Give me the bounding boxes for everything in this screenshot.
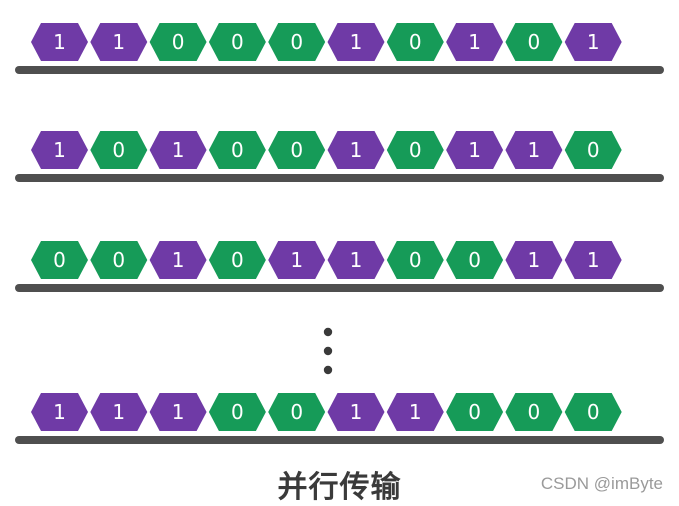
bit-label: 1: [53, 138, 66, 162]
bit-zero-hexagon: [208, 393, 266, 431]
bit-label: 0: [468, 248, 481, 272]
bit-one-hexagon: [564, 241, 622, 279]
bit-label: 0: [231, 138, 244, 162]
bit-label: 1: [53, 400, 66, 424]
ellipsis-dot: [323, 365, 333, 375]
bit-label: 1: [172, 400, 185, 424]
bit-label: 1: [587, 30, 600, 54]
bit-label: 0: [112, 138, 125, 162]
bit-zero-hexagon: [208, 241, 266, 279]
bit-label: 0: [528, 30, 541, 54]
bit-label: 0: [172, 30, 185, 54]
bit-label: 1: [350, 400, 363, 424]
bit-label: 1: [468, 30, 481, 54]
bit-label: 0: [409, 30, 422, 54]
bit-zero-hexagon: [31, 241, 88, 279]
bit-one-hexagon: [90, 23, 148, 61]
bit-zero-hexagon: [90, 131, 148, 169]
bit-zero-hexagon: [90, 241, 148, 279]
bit-zero-hexagon: [268, 131, 326, 169]
bit-one-hexagon: [327, 23, 385, 61]
diagram-caption: 并行传输: [277, 470, 402, 505]
bit-label: 0: [112, 248, 125, 272]
bit-one-hexagon: [149, 393, 207, 431]
bit-one-hexagon: [31, 23, 88, 61]
bit-one-hexagon: [505, 131, 563, 169]
bit-label: 0: [231, 400, 244, 424]
bit-one-hexagon: [149, 241, 207, 279]
ellipsis-dot: [323, 346, 333, 356]
bit-one-hexagon: [327, 131, 385, 169]
bit-label: 0: [231, 248, 244, 272]
bit-zero-hexagon: [446, 393, 504, 431]
bit-zero-hexagon: [564, 393, 622, 431]
bit-label: 1: [587, 248, 600, 272]
bit-one-hexagon: [564, 23, 622, 61]
bit-one-hexagon: [268, 241, 326, 279]
bit-label: 1: [350, 248, 363, 272]
bit-zero-hexagon: [386, 23, 444, 61]
bit-one-hexagon: [327, 241, 385, 279]
bit-row: 1 0 1 0 0 1 0 1 1 0: [15, 131, 664, 182]
bit-zero-hexagon: [268, 23, 326, 61]
bit-label: 1: [350, 30, 363, 54]
bit-label: 1: [172, 138, 185, 162]
bit-label: 0: [587, 138, 600, 162]
bit-zero-hexagon: [386, 131, 444, 169]
bit-zero-hexagon: [446, 241, 504, 279]
bit-label: 0: [409, 248, 422, 272]
bit-label: 0: [528, 400, 541, 424]
bit-label: 0: [290, 30, 303, 54]
bit-one-hexagon: [505, 241, 563, 279]
bit-one-hexagon: [31, 393, 88, 431]
bit-zero-hexagon: [208, 23, 266, 61]
bit-one-hexagon: [90, 393, 148, 431]
bit-row: 0 0 1 0 1 1 0 0 1 1: [15, 241, 664, 292]
ellipsis-dot: [323, 327, 333, 337]
bit-one-hexagon: [446, 23, 504, 61]
bit-zero-hexagon: [149, 23, 207, 61]
bit-label: 0: [468, 400, 481, 424]
bit-row: 1 1 1 0 0 1 1 0 0 0: [15, 393, 664, 444]
bit-label: 1: [53, 30, 66, 54]
bit-one-hexagon: [327, 393, 385, 431]
bit-row: 1 1 0 0 0 1 0 1 0 1: [15, 23, 664, 74]
bit-one-hexagon: [31, 131, 88, 169]
bit-zero-hexagon: [268, 393, 326, 431]
bit-zero-hexagon: [564, 131, 622, 169]
bit-label: 1: [112, 30, 125, 54]
bit-label: 0: [53, 248, 66, 272]
bit-label: 1: [290, 248, 303, 272]
bit-label: 0: [409, 138, 422, 162]
ellipsis-dots: [323, 327, 333, 375]
bit-label: 0: [290, 400, 303, 424]
bit-label: 1: [112, 400, 125, 424]
bit-label: 1: [172, 248, 185, 272]
bit-label: 0: [290, 138, 303, 162]
bit-zero-hexagon: [386, 241, 444, 279]
bit-one-hexagon: [386, 393, 444, 431]
bit-zero-hexagon: [505, 23, 563, 61]
bit-label: 1: [409, 400, 422, 424]
bit-label: 0: [231, 30, 244, 54]
bit-zero-hexagon: [505, 393, 563, 431]
bit-zero-hexagon: [208, 131, 266, 169]
bit-label: 1: [528, 248, 541, 272]
bit-label: 1: [350, 138, 363, 162]
csdn-watermark: CSDN @imByte: [540, 474, 663, 493]
bit-one-hexagon: [446, 131, 504, 169]
bit-label: 1: [468, 138, 481, 162]
bit-label: 0: [587, 400, 600, 424]
bit-one-hexagon: [149, 131, 207, 169]
bit-label: 1: [528, 138, 541, 162]
